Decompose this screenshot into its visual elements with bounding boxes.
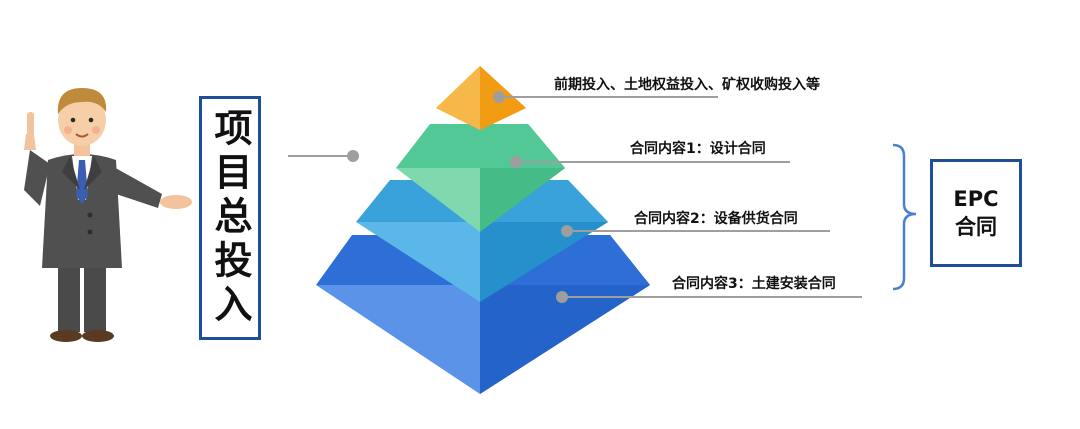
tier-2-label: 合同内容1：设计合同 — [630, 141, 766, 157]
project-total-investment-label: 项目总投入 — [208, 108, 252, 328]
epc-contract-box: EPC 合同 — [930, 159, 1022, 267]
tier-1-label: 前期投入、土地权益投入、矿权收购投入等 — [554, 77, 820, 93]
tier-4-label: 合同内容3：土建安装合同 — [672, 276, 836, 292]
contract-label: 合同 — [955, 215, 997, 239]
businessman-illustration — [24, 88, 192, 342]
title-connector-dot — [347, 150, 359, 162]
tier-2-leader — [510, 156, 790, 168]
pyramid-tier-3 — [356, 180, 608, 302]
project-total-investment-box: 项目总投入 — [199, 96, 261, 340]
tier-1-leader — [493, 91, 718, 103]
tier-3-label: 合同内容2：设备供货合同 — [634, 211, 798, 227]
tier-4-leader — [556, 291, 862, 303]
pyramid-tier-2 — [396, 124, 565, 232]
epc-label: EPC — [953, 187, 999, 211]
tier-3-leader — [561, 225, 830, 237]
epc-bracket — [892, 143, 917, 291]
